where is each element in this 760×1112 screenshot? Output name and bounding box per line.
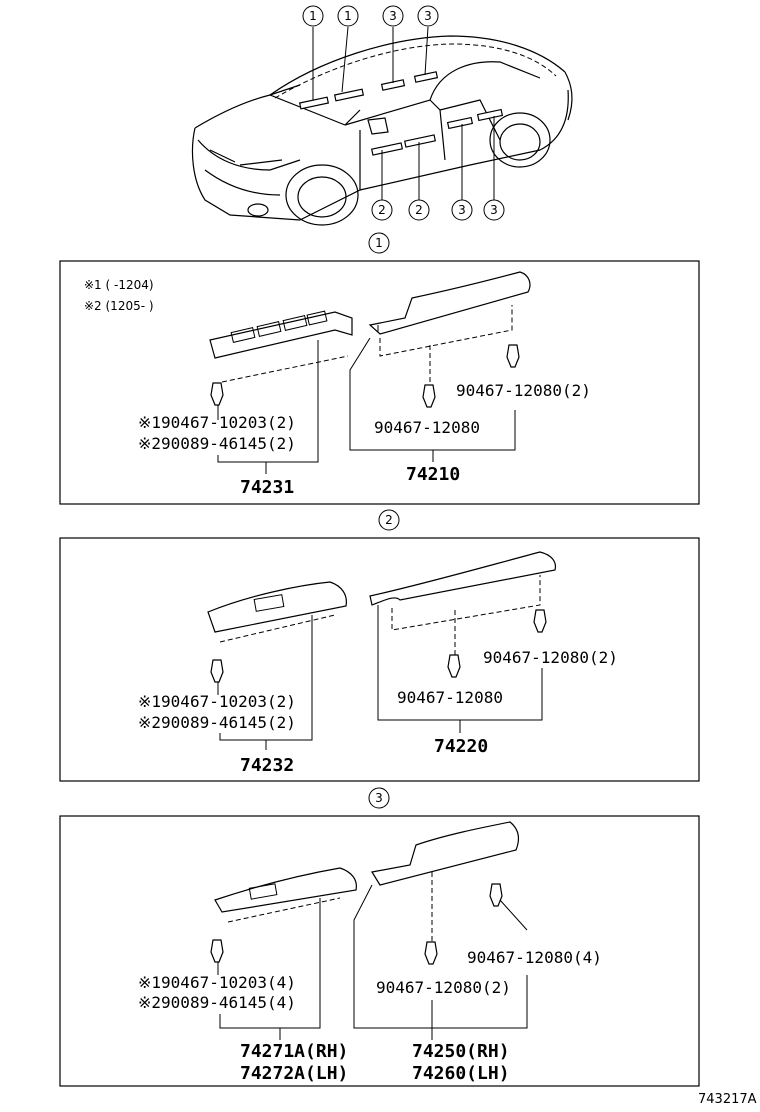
section-1-marker: 1 [368,232,390,254]
part-74272A-label: 74272A(LH) [240,1063,348,1084]
part-74210-label: 74210 [406,464,460,485]
clip-left-1-label-1: ※190467-10203(2) [138,413,296,432]
clip-right-a-label-2: 90467-12080(2) [483,648,618,667]
clip-left-1 [210,382,224,406]
callout-1-top-a: 1 [302,5,324,27]
clip-left-2-label-2: ※290089-46145(2) [138,713,296,732]
armrest-74250 [371,821,520,886]
clip-right-a-74210 [506,344,520,368]
clip-right-b-74220 [447,654,461,678]
section-2-frame [59,537,700,782]
svg-text:3: 3 [458,203,466,217]
svg-text:3: 3 [375,791,383,805]
clip-right-a-label: 90467-12080(2) [456,381,591,400]
car-illustration [191,26,573,226]
section-1-frame [59,260,700,505]
svg-text:1: 1 [309,9,317,23]
section-3-marker: 3 [368,787,390,809]
callout-2-bottom-a: 2 [371,199,393,221]
callout-3-bottom-b: 3 [483,199,505,221]
part-74260-label: 74260(LH) [412,1063,510,1084]
clip-right-b-label-2: 90467-12080 [397,688,503,707]
svg-text:1: 1 [344,9,352,23]
clip-right-b-label-3: 90467-12080(2) [376,978,511,997]
clip-right-a-74250 [489,883,503,907]
switch-bezel-74271A [214,867,357,913]
section-2-marker: 2 [378,509,400,531]
part-74232-label: 74232 [240,755,294,776]
part-74220-label: 74220 [434,736,488,757]
clip-left-1-label-2: ※290089-46145(2) [138,434,296,453]
clip-right-b-74210 [422,384,436,408]
callout-1-top-b: 1 [337,5,359,27]
diagram-code: 743217A [698,1092,757,1107]
svg-text:3: 3 [424,9,432,23]
clip-left-2-label-1: ※190467-10203(2) [138,692,296,711]
callout-3-top-b: 3 [417,5,439,27]
svg-text:3: 3 [490,203,498,217]
clip-left-3-label-2: ※290089-46145(4) [138,993,296,1012]
callout-3-bottom-a: 3 [451,199,473,221]
clip-right-b-label: 90467-12080 [374,418,480,437]
armrest-74210 [368,271,531,335]
svg-text:2: 2 [378,203,386,217]
switch-bezel-74232 [207,581,347,633]
section-3-frame [59,815,700,1087]
svg-text:3: 3 [389,9,397,23]
svg-text:1: 1 [375,236,383,250]
callout-3-top-a: 3 [382,5,404,27]
part-74250-label: 74250(RH) [412,1041,510,1062]
clip-left-3-label-1: ※190467-10203(4) [138,973,296,992]
svg-text:2: 2 [415,203,423,217]
switch-bezel-74231 [209,310,353,359]
note-1: ※1 ( -1204) [84,278,154,292]
clip-left-2 [210,659,224,683]
part-74271A-label: 74271A(RH) [240,1041,348,1062]
clip-right-a-label-3: 90467-12080(4) [467,948,602,967]
part-74231-label: 74231 [240,477,294,498]
note-2: ※2 (1205- ) [84,299,154,313]
clip-right-b-74250 [424,941,438,965]
clip-left-3 [210,939,224,963]
callout-2-bottom-b: 2 [408,199,430,221]
armrest-74220 [369,551,557,606]
clip-right-a-74220 [533,609,547,633]
svg-text:2: 2 [385,513,393,527]
